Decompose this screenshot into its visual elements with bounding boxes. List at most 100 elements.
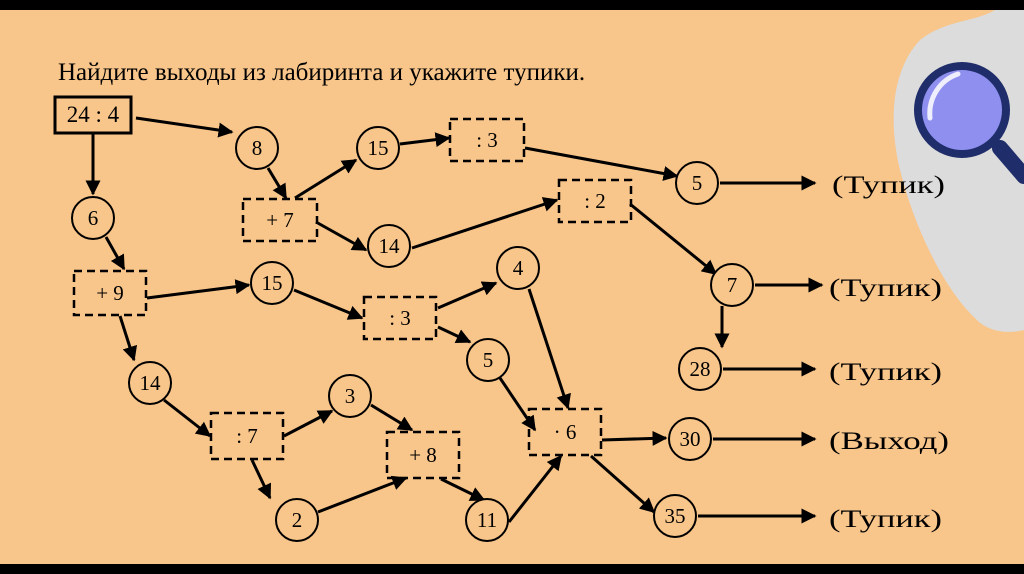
magnifier-icon (914, 62, 1024, 184)
node-start: 24 : 4 (53, 95, 133, 135)
node-label: + 7 (266, 208, 294, 232)
node-circle (668, 417, 712, 461)
node-label: : 3 (476, 128, 498, 152)
node-out_30: (Выход) (829, 428, 949, 455)
node-label: 14 (140, 371, 162, 395)
edge-arrow (590, 454, 656, 514)
edge-arrow (524, 146, 679, 181)
node-op_plus8: + 8 (385, 430, 461, 480)
node-n14b: 14 (128, 361, 172, 405)
node-label: 7 (727, 273, 738, 297)
node-circle (356, 126, 400, 170)
edge-arrow (283, 409, 334, 438)
node-circle (653, 494, 697, 538)
node-n15a: 15 (356, 126, 400, 170)
node-n28: 28 (678, 347, 722, 391)
node-n35: 35 (653, 494, 697, 538)
operation-box (72, 269, 148, 317)
node-circle (235, 126, 279, 170)
edge-arrow (266, 167, 288, 200)
outcome-label: (Выход) (829, 428, 949, 455)
node-label: 2 (292, 508, 303, 532)
node-n8: 8 (235, 126, 279, 170)
edge-arrow (163, 398, 212, 438)
node-circle (250, 261, 294, 305)
edge-arrow (437, 325, 472, 344)
node-label: 5 (692, 171, 703, 195)
node-label: : 3 (389, 306, 411, 330)
outcome-label: (Тупик) (832, 172, 945, 199)
node-n5b: 5 (466, 338, 510, 382)
node-n30: 30 (668, 417, 712, 461)
operation-box (209, 411, 285, 461)
node-circle (465, 498, 509, 542)
outcome-label: (Тупик) (829, 359, 942, 386)
start-box (53, 95, 133, 135)
node-label: 24 : 4 (67, 102, 120, 127)
node-label: 4 (513, 256, 524, 280)
node-op_mul6: · 6 (527, 407, 603, 457)
node-n15b: 15 (250, 261, 294, 305)
node-label: 35 (665, 504, 686, 528)
node-n4: 4 (496, 246, 540, 290)
node-circle (466, 338, 510, 382)
edge-arrow (104, 236, 126, 271)
node-out_5a: (Тупик) (832, 172, 945, 199)
edge-arrow (118, 315, 138, 362)
node-op_div3b: : 3 (362, 295, 438, 341)
node-n3: 3 (328, 374, 372, 418)
edges (85, 116, 824, 524)
node-out_28: (Тупик) (829, 359, 942, 386)
node-circle (710, 263, 754, 307)
node-circle (128, 361, 172, 405)
edge-arrow (135, 116, 234, 138)
edge-arrow (250, 459, 272, 500)
page-title: Найдите выходы из лабиринта и укажите ту… (58, 59, 585, 86)
operation-box (448, 117, 526, 163)
node-circle (675, 161, 719, 205)
node-label: · 6 (554, 420, 577, 444)
node-label: 28 (690, 357, 711, 381)
node-n6: 6 (71, 196, 115, 240)
node-op_div2: : 2 (557, 178, 633, 224)
edge-arrow (411, 197, 559, 250)
edge-arrow (601, 430, 668, 446)
node-circle (367, 224, 411, 268)
node-label: 14 (379, 234, 401, 258)
node-n11: 11 (465, 498, 509, 542)
edge-arrow (146, 279, 251, 300)
node-op_div3a: : 3 (448, 117, 526, 163)
edge-arrow (370, 403, 414, 432)
outcome-label: (Тупик) (829, 506, 942, 533)
node-n14a: 14 (367, 224, 411, 268)
node-label: 6 (88, 206, 99, 230)
node-circle (496, 246, 540, 290)
node-label: 15 (262, 271, 283, 295)
edge-arrow (437, 281, 498, 310)
operation-box (362, 295, 438, 341)
node-circle (678, 347, 722, 391)
operation-box (557, 178, 633, 224)
operation-box (241, 197, 319, 243)
edge-arrow (399, 132, 451, 148)
node-n7: 7 (710, 263, 754, 307)
node-label: 8 (252, 136, 263, 160)
node-circle (71, 196, 115, 240)
node-label: 11 (477, 508, 497, 532)
edge-arrow (317, 475, 408, 514)
node-circle (328, 374, 372, 418)
edge-arrow (294, 158, 358, 200)
node-label: 3 (345, 384, 356, 408)
node-label: 15 (368, 136, 389, 160)
node-circle (275, 498, 319, 542)
node-n5a: 5 (675, 161, 719, 205)
magnifier-decoration (893, 10, 1024, 332)
node-label: : 2 (584, 189, 606, 213)
node-n2: 2 (275, 498, 319, 542)
edge-arrow (315, 220, 368, 252)
node-label: + 9 (96, 281, 124, 305)
edge-arrow (440, 477, 486, 502)
